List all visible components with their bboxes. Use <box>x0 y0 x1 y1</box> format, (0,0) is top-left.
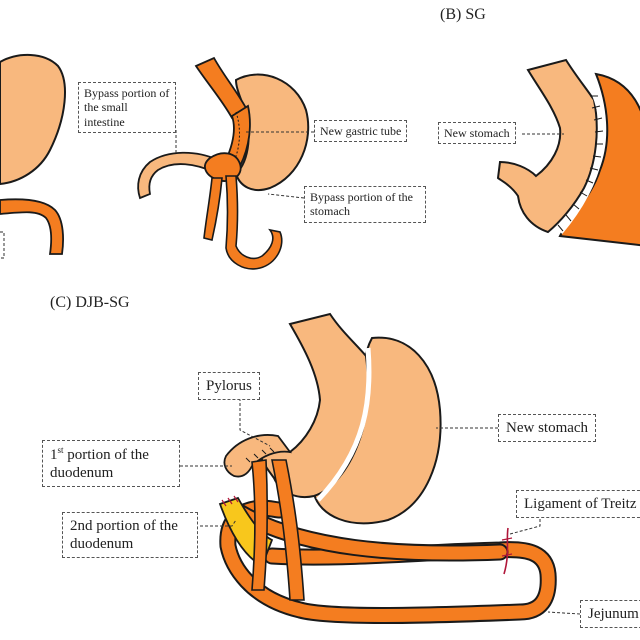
label-first-portion-sup: st <box>57 445 64 455</box>
leader-ligament <box>509 514 541 535</box>
label-new-gastric-tube: New gastric tube <box>314 120 408 143</box>
panel-a-left-stomach <box>0 53 66 186</box>
label-second-portion-duodenum: 2nd portion of the duodenum <box>62 512 198 558</box>
panel-a-cropped-label-box <box>0 231 5 259</box>
label-b-new-stomach: New stomach <box>438 122 516 145</box>
label-first-portion-pre: 1 <box>50 447 58 463</box>
panel-c-illustration <box>218 312 557 624</box>
leader-pylorus <box>239 398 271 447</box>
panel-a-limb-2 <box>225 175 283 270</box>
panel-b-illustration <box>496 58 640 247</box>
panel-c-title: (C) DJB-SG <box>50 294 130 311</box>
panel-b-staple-marks <box>557 95 604 232</box>
panel-c-staple-gap <box>316 347 372 502</box>
panel-c-duodenojejunal-limb-1 <box>251 459 269 591</box>
label-b-new-stomach-text: New stomach <box>444 126 510 140</box>
leader-jejunum <box>547 611 581 615</box>
panel-c-pylorus-staples <box>245 447 275 463</box>
panel-a-left-intestine <box>0 198 64 255</box>
label-jejunum-text: Jejunum <box>588 606 639 622</box>
leader-second-portion <box>200 519 237 527</box>
label-c-new-stomach: New stomach <box>498 414 597 442</box>
panel-c-ligament-of-treitz-mark <box>503 527 509 575</box>
panel-a-bypass-small-intestine <box>137 151 220 200</box>
label-first-portion-post: portion of the duodenum <box>50 447 149 481</box>
panel-c-duodenum-staples <box>221 495 239 507</box>
label-second-portion-text: 2nd portion of the duodenum <box>70 518 178 552</box>
label-new-gastric-tube-text: New gastric tube <box>320 124 402 138</box>
label-pylorus: Pylorus <box>198 372 260 400</box>
label-first-portion-duodenum: 1st portion of the duodenum <box>42 440 180 487</box>
label-pylorus-text: Pylorus <box>206 378 252 394</box>
label-bypass-stomach-text: Bypass portion of the stomach <box>310 190 413 219</box>
leader-lines <box>175 130 581 615</box>
label-ligament-of-treitz: Ligament of Treitz <box>516 490 640 518</box>
label-bypass-small-intestine-text: Bypass portion of the small intestine <box>84 86 170 129</box>
label-c-new-stomach-text: New stomach <box>506 420 589 436</box>
panel-c-duodenojejunal-limb-2 <box>271 459 305 601</box>
panel-c-ligament-ticks <box>501 537 513 557</box>
panel-a-staple-line <box>231 111 240 167</box>
panel-b-new-stomach <box>496 58 598 234</box>
label-ligament-text: Ligament of Treitz <box>524 496 637 512</box>
label-jejunum: Jejunum <box>580 600 640 628</box>
panel-a-illustration <box>0 53 310 270</box>
panel-a-limb-1 <box>203 177 223 241</box>
label-bypass-stomach: Bypass portion of the stomach <box>304 186 426 223</box>
panel-b-title: (B) SG <box>440 6 486 23</box>
leader-bypass-stomach <box>267 193 305 199</box>
label-bypass-small-intestine: Bypass portion of the small intestine <box>78 82 176 134</box>
